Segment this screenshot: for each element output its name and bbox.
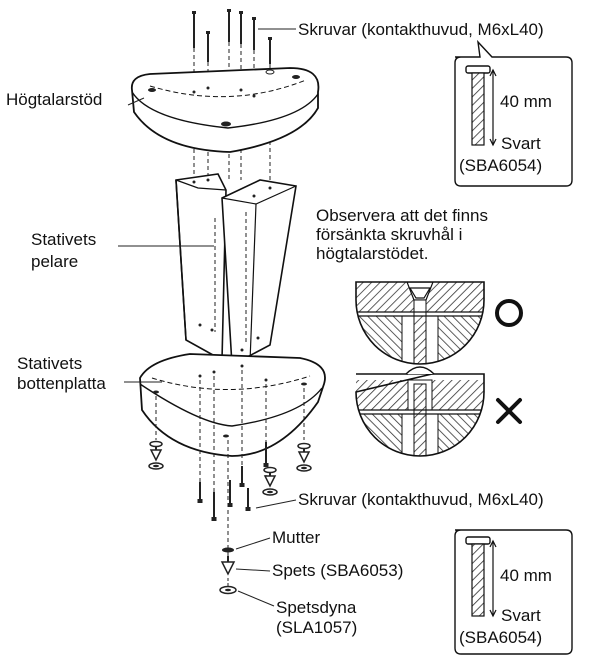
spike-pad-label-line1: Spetsdyna <box>276 598 357 617</box>
bottom-screws-label: Skruvar (kontakthuvud, M6xL40) <box>298 490 544 509</box>
countersunk-detail-incorrect <box>355 366 485 457</box>
screw-callout-bottom <box>454 529 573 655</box>
correct-mark-icon: O <box>495 299 523 327</box>
spike-leader <box>235 568 271 572</box>
bottom-plate-label-line1: Stativets <box>17 354 83 373</box>
note-line-2: försänkta skruvhål i <box>316 225 463 244</box>
stand-bottom-plate <box>139 353 326 457</box>
top-screws-label: Skruvar (kontakthuvud, M6xL40) <box>298 20 544 39</box>
screw-callout-top <box>454 39 573 187</box>
top-screws <box>192 9 272 64</box>
spike-stack <box>219 547 237 595</box>
top-callout-color: Svart <box>501 134 541 153</box>
note-line-3: högtalarstödet. <box>316 244 429 263</box>
bottom-callout-part-no: (SBA6054) <box>459 628 543 647</box>
spike-pad-leader <box>237 590 275 607</box>
bottom-screws <box>197 442 269 521</box>
pillar-label-line1: Stativets <box>31 230 97 249</box>
bottom-screws-leader <box>255 499 297 509</box>
nut-leader <box>235 537 271 550</box>
nut-label: Mutter <box>272 528 321 547</box>
bottom-callout-color: Svart <box>501 606 541 625</box>
speaker-base-plate <box>130 67 320 153</box>
note-line-1: Observera att det finns <box>316 206 488 225</box>
pillar-label-line2: pelare <box>31 252 79 271</box>
guide-lines-bottom <box>155 370 305 560</box>
spike-pad-label-line2: (SLA1057) <box>276 618 358 637</box>
stand-pillar <box>175 173 297 367</box>
speaker-base-label: Högtalarstöd <box>6 90 103 109</box>
bottom-plate-label-line2: bottenplatta <box>17 374 106 393</box>
speaker-base-leader <box>127 97 145 106</box>
bottom-callout-length: 40 mm <box>500 566 552 585</box>
spike-label: Spets (SBA6053) <box>272 561 404 580</box>
incorrect-mark-icon: × <box>496 398 522 424</box>
top-callout-part-no: (SBA6054) <box>459 156 543 175</box>
top-callout-length: 40 mm <box>500 92 552 111</box>
countersunk-detail-correct <box>355 281 485 365</box>
